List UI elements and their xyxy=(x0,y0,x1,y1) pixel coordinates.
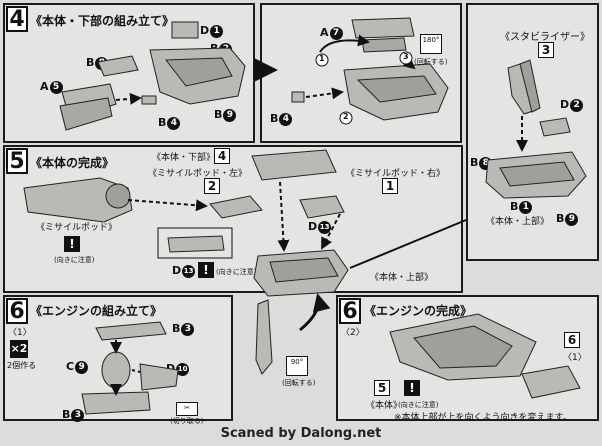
body-lower-part xyxy=(251,149,337,181)
inset-part xyxy=(167,235,225,253)
rotate-180-icon: 180° xyxy=(420,34,442,54)
step6a-dash-2 xyxy=(131,369,141,373)
step5-dash-c xyxy=(277,181,290,252)
step6b-box-6: 6 xyxy=(564,332,580,348)
cut-note: (切り取る) xyxy=(170,417,204,425)
step5-dash-a xyxy=(127,199,208,212)
arrow-num-1: 1 xyxy=(319,54,325,63)
stabilizer-fin-b xyxy=(519,59,541,113)
step4-dash-1 xyxy=(115,92,142,105)
step5-body-lower: 《本体・下部》 xyxy=(152,153,216,163)
engine-right-part xyxy=(521,365,581,399)
step5-curve xyxy=(299,293,331,332)
a7-part xyxy=(351,17,415,39)
step5-missile-left: 《ミサイルポッド・左》 xyxy=(148,169,248,179)
b4-part xyxy=(141,95,157,105)
lower-body-inner xyxy=(356,75,437,103)
d2-stab-part xyxy=(539,117,571,137)
stabilizer-box-3: 3 xyxy=(538,42,554,58)
rotate-note-step5: (回転する) xyxy=(282,379,316,387)
step6b-title: 《エンジンの完成》 xyxy=(364,304,473,318)
missile-pod-ring xyxy=(105,183,131,209)
c9-part xyxy=(101,351,131,389)
b4-right-part xyxy=(291,91,305,103)
rotate-90-icon: 90° xyxy=(286,356,308,376)
step6b-box-5: 5 xyxy=(374,380,390,396)
step6a-sub: 〈1〉 xyxy=(8,328,32,338)
step5-number: 5 xyxy=(6,148,28,174)
b3-top-part xyxy=(95,321,167,341)
lower-body-detail xyxy=(165,57,233,87)
step5-box-2: 2 xyxy=(204,178,220,194)
make-two-text: 2個作る xyxy=(7,361,37,370)
step5-box-1: 1 xyxy=(382,178,398,194)
step6b-sub: 〈2〉 xyxy=(341,328,365,338)
stabilizer-title: 《スタビライザー》 xyxy=(500,32,590,43)
step4-number: 4 xyxy=(6,6,28,32)
step5-missile-right: 《ミサイルポッド・右》 xyxy=(346,169,446,179)
missile-pod-right-part xyxy=(299,195,345,219)
engine-inner xyxy=(413,325,513,369)
step6a-title: 《エンジンの組み立て》 xyxy=(30,304,163,318)
inset-box xyxy=(157,227,233,259)
warn-caption-step6b: (向きに注意) xyxy=(398,401,439,409)
arrow-num-3: 3 xyxy=(403,52,409,61)
step5-missile-pod: 《ミサイルポッド》 xyxy=(36,223,118,233)
step4-title: 《本体・下部の組み立て》 xyxy=(30,14,175,28)
step5-body-upper: 《本体・上部》 xyxy=(370,273,434,283)
scan-credit: Scaned by Dalong.net xyxy=(220,426,382,441)
warn-caption-step5a: (向きに注意) xyxy=(54,256,95,264)
warning-icon-step6b: ! xyxy=(404,380,420,396)
warn-caption-step5b: (向きに注意) xyxy=(216,268,257,276)
step6b-note: ※本体上部が上を向くよう向きを変えます。 xyxy=(394,413,572,423)
missile-pod xyxy=(23,177,133,223)
step6b-number: 6 xyxy=(339,298,361,324)
missile-pod-left-part xyxy=(209,195,263,219)
step5-box-4: 4 xyxy=(214,148,230,164)
make-two-icon: ×2 xyxy=(10,340,28,358)
body-upper-inner xyxy=(269,257,339,283)
step4-curve xyxy=(319,34,370,53)
step6b-box-6-sub: 〈1〉 xyxy=(563,353,587,363)
stab-body-upper: 《本体・上部》 xyxy=(486,217,550,227)
b3-bottom-part xyxy=(81,391,151,415)
step5-dash-b xyxy=(321,213,341,250)
warning-icon-step5a: ! xyxy=(64,236,80,252)
d1-part xyxy=(171,21,199,39)
step6b-body: 《本体》 xyxy=(366,401,403,411)
rotate-note-step4: (回転する) xyxy=(414,58,448,66)
d10-cone xyxy=(139,363,179,391)
step4-dash-2 xyxy=(305,87,344,100)
warning-icon-step5b: ! xyxy=(198,262,214,278)
a5-part-b xyxy=(59,97,113,131)
step5-title: 《本体の完成》 xyxy=(30,156,115,170)
cut-icon: ✂ xyxy=(176,402,198,416)
rotation-fin xyxy=(255,299,273,375)
a7-part-b xyxy=(361,37,407,53)
stab-body-inner xyxy=(499,161,575,187)
step6a-number: 6 xyxy=(6,298,28,324)
b8-part xyxy=(97,55,139,77)
arrow-num-2: 2 xyxy=(343,112,349,121)
step5-line-right xyxy=(349,219,467,269)
